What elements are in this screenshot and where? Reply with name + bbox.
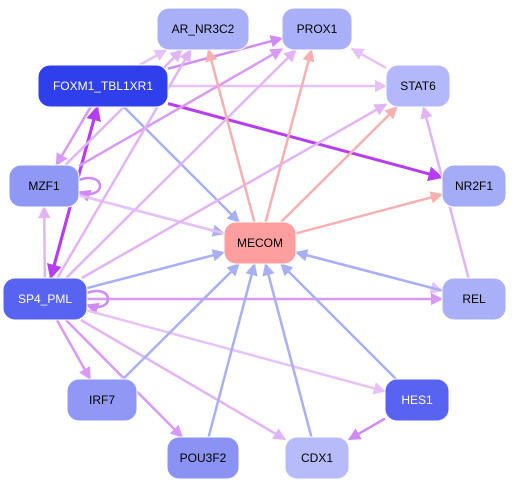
node-box: [385, 64, 451, 108]
edge-sp4-pml-to-sp4-pml: [85, 289, 110, 315]
node-box: [284, 436, 350, 480]
node-box: [166, 436, 240, 480]
node-cdx1[interactable]: CDX1: [284, 436, 350, 480]
edge-sp4-pml-to-mzf1: [38, 205, 51, 279]
node-label: AR_NR3C2: [172, 22, 235, 36]
edge-irf7-to-mecom: [122, 263, 240, 380]
edge-sp4-pml-to-prox1: [65, 49, 297, 279]
node-irf7[interactable]: IRF7: [66, 378, 138, 422]
node-box: [223, 221, 297, 265]
node-stat6[interactable]: STAT6: [385, 64, 451, 108]
edge-mecom-to-nr2f1: [295, 191, 444, 235]
edge-hes1-to-mecom: [280, 263, 397, 380]
node-box: [37, 64, 169, 108]
edge-cdx1-to-mecom: [262, 262, 313, 438]
node-box: [441, 164, 507, 208]
node-box: [281, 7, 353, 51]
node-label: MZF1: [28, 179, 60, 193]
node-label: POU3F2: [180, 451, 227, 465]
node-label: NR2F1: [455, 179, 493, 193]
node-nr2f1[interactable]: NR2F1: [441, 164, 507, 208]
edge-sp4-pml-to-cdx1: [80, 318, 287, 441]
edge-rel-to-mecom: [294, 249, 443, 292]
node-mzf1[interactable]: MZF1: [8, 164, 80, 208]
edge-stat6-to-prox1: [350, 47, 387, 69]
node-label: CDX1: [301, 451, 333, 465]
node-label: SP4_PML: [18, 292, 72, 306]
edge-sp4-pml-to-irf7: [55, 319, 92, 381]
node-rel[interactable]: REL: [441, 277, 507, 321]
edge-mzf1-to-prox1: [78, 48, 284, 167]
node-box: [384, 378, 450, 422]
node-hes1[interactable]: HES1: [384, 378, 450, 422]
edge-mecom-to-stat6: [280, 106, 398, 223]
edge-foxm1-tbl1xr1-to-ar-nr3c2: [139, 48, 168, 67]
edge-mzf1-to-mzf1: [77, 176, 102, 202]
node-label: MECOM: [237, 236, 283, 250]
node-label: STAT6: [400, 79, 436, 93]
node-prox1[interactable]: PROX1: [281, 7, 353, 51]
node-box: [66, 378, 138, 422]
node-box: [441, 277, 507, 321]
node-label: IRF7: [89, 393, 115, 407]
node-ar-nr3c2[interactable]: AR_NR3C2: [156, 7, 250, 51]
node-box: [8, 164, 80, 208]
edge-foxm1-tbl1xr1-to-prox1: [167, 35, 284, 70]
node-label: PROX1: [297, 22, 338, 36]
edge-pou3f2-to-mecom: [207, 262, 258, 438]
edge-sp4-pml-to-hes1: [86, 309, 387, 395]
edge-mecom-to-prox1: [264, 48, 315, 223]
node-foxm1-tbl1xr1[interactable]: FOXM1_TBL1XR1: [37, 64, 169, 108]
node-label: FOXM1_TBL1XR1: [53, 79, 153, 93]
edge-sp4-pml-to-stat6: [81, 103, 388, 280]
edge-mecom-to-ar-nr3c2: [205, 48, 256, 223]
node-box: [156, 7, 250, 51]
edge-hes1-to-cdx1: [347, 417, 386, 441]
edge-foxm1-tbl1xr1-to-nr2f1: [167, 102, 444, 182]
node-mecom[interactable]: MECOM: [223, 221, 297, 265]
edge-foxm1-tbl1xr1-to-mzf1: [55, 106, 92, 167]
edge-sp4-pml-to-mecom: [86, 249, 226, 290]
node-box: [2, 277, 88, 321]
node-label: REL: [462, 292, 486, 306]
node-sp4-pml[interactable]: SP4_PML: [2, 277, 88, 321]
node-pou3f2[interactable]: POU3F2: [166, 436, 240, 480]
node-label: HES1: [401, 393, 433, 407]
